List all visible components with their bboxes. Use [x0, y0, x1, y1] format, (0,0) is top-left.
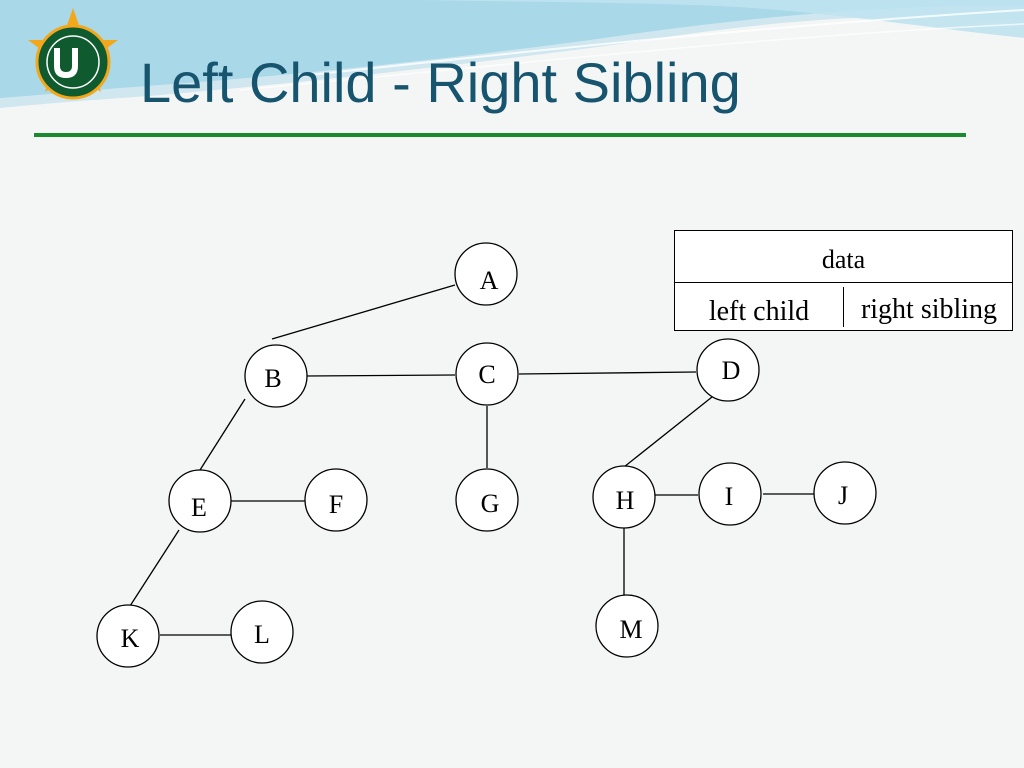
edge-c-d [518, 371, 697, 375]
node-d [696, 338, 760, 402]
node-d-label: D [722, 356, 741, 385]
node-c-label: C [478, 360, 495, 389]
edge-e-k [129, 529, 180, 607]
node-j-label: J [838, 481, 848, 510]
node-g [455, 468, 519, 532]
node-i [698, 462, 762, 526]
node-a-label: A [480, 266, 499, 295]
legend-data-field: data [675, 231, 1012, 283]
node-e [168, 469, 232, 533]
slide-title: Left Child - Right Sibling [140, 51, 741, 114]
node-k-label: K [121, 624, 140, 653]
node-structure-legend: data left child right sibling [674, 230, 1013, 331]
node-i-label: I [725, 482, 734, 511]
legend-right-sibling-field: right sibling [860, 294, 998, 325]
node-k [96, 604, 160, 668]
node-b [244, 344, 308, 408]
node-m-label: M [619, 615, 642, 644]
edge-d-h [623, 396, 713, 468]
edge-a-b [271, 284, 456, 340]
edge-b-e [199, 398, 246, 471]
node-j [813, 461, 877, 525]
unt-logo-icon [28, 8, 118, 100]
title-underline [34, 133, 966, 137]
node-f-label: F [329, 490, 343, 519]
node-m [595, 594, 659, 658]
node-c [455, 342, 519, 406]
tree-edges [129, 284, 814, 636]
node-l-label: L [254, 620, 270, 649]
node-g-label: G [481, 489, 500, 518]
node-h [592, 465, 656, 529]
edge-b-c [305, 374, 456, 377]
node-l [230, 600, 294, 664]
node-e-label: E [191, 493, 207, 522]
legend-left-child-field: left child [708, 296, 810, 327]
node-f [304, 468, 368, 532]
node-h-label: H [616, 486, 635, 515]
legend-divider [843, 287, 844, 327]
node-b-label: B [264, 364, 281, 393]
node-a [454, 242, 518, 306]
